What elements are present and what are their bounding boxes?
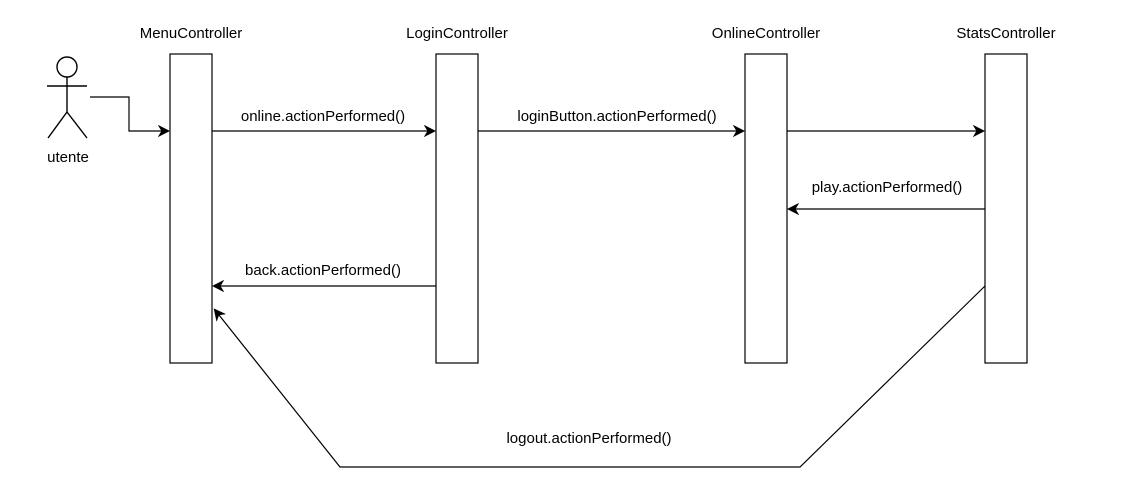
message-label-logout: logout.actionPerformed() <box>506 430 671 447</box>
message-label-online: online.actionPerformed() <box>241 108 405 125</box>
activation-box-stats <box>984 53 1028 364</box>
message-label-back: back.actionPerformed() <box>245 262 401 279</box>
lifeline-label-login: LoginController <box>406 25 508 42</box>
message-label-loginbutton: loginButton.actionPerformed() <box>517 108 716 125</box>
lifeline-label-menu: MenuController <box>140 25 243 42</box>
activation-box-login <box>435 53 479 364</box>
activation-box-online <box>744 53 788 364</box>
message-arrow-actor-to-menu <box>90 96 168 131</box>
message-label-play: play.actionPerformed() <box>812 179 963 196</box>
activation-box-menu <box>169 53 213 364</box>
actor-label: utente <box>47 149 89 166</box>
message-arrow-logout <box>215 285 986 468</box>
actor-icon <box>47 56 88 139</box>
lifeline-label-online: OnlineController <box>712 25 820 42</box>
lifeline-label-stats: StatsController <box>956 25 1055 42</box>
